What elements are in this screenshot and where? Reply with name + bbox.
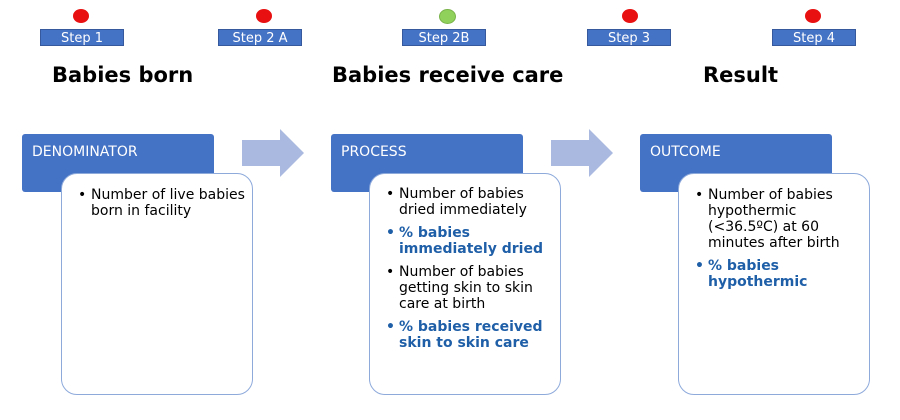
denominator-item-live-births: Number of live babies born in facility xyxy=(78,187,246,219)
step-4-tab[interactable]: Step 4 xyxy=(772,29,856,46)
outcome-list: Number of babies hypothermic (<36.5ºC) a… xyxy=(695,187,863,290)
process-list: Number of babies dried immediately % bab… xyxy=(386,186,554,351)
denominator-list: Number of live babies born in facility xyxy=(78,187,246,219)
step-3-tab[interactable]: Step 3 xyxy=(587,29,671,46)
outcome-item-hypothermic-percent: % babies hypothermic xyxy=(695,258,863,290)
right-block-arrow-icon xyxy=(242,129,304,177)
step-1-status-dot xyxy=(73,9,89,23)
step-2a-status-dot xyxy=(256,9,272,23)
outcome-header-label: OUTCOME xyxy=(650,144,721,160)
denominator-content-box: Number of live babies born in facility xyxy=(61,173,253,395)
step-2a-tab[interactable]: Step 2 A xyxy=(218,29,302,46)
process-item-dried-count: Number of babies dried immediately xyxy=(386,186,554,218)
step-3-status-dot xyxy=(622,9,638,23)
step-2b-tab[interactable]: Step 2B xyxy=(402,29,486,46)
step-2b-status-dot xyxy=(439,9,456,24)
step-1-tab[interactable]: Step 1 xyxy=(40,29,124,46)
process-item-skin-to-skin-percent: % babies received skin to skin care xyxy=(386,319,554,351)
right-block-arrow-icon xyxy=(551,129,613,177)
outcome-item-hypothermic-count: Number of babies hypothermic (<36.5ºC) a… xyxy=(695,187,863,251)
outcome-content-box: Number of babies hypothermic (<36.5ºC) a… xyxy=(678,173,870,395)
denominator-header-label: DENOMINATOR xyxy=(32,144,138,160)
process-content-box: Number of babies dried immediately % bab… xyxy=(369,173,561,395)
process-item-skin-to-skin-count: Number of babies getting skin to skin ca… xyxy=(386,264,554,312)
stage-title-result: Result xyxy=(703,63,779,87)
step-4-status-dot xyxy=(805,9,821,23)
stage-title-babies-receive-care: Babies receive care xyxy=(332,63,564,87)
process-item-dried-percent: % babies immediately dried xyxy=(386,225,554,257)
process-header-label: PROCESS xyxy=(341,144,407,160)
stage-title-babies-born: Babies born xyxy=(52,63,194,87)
